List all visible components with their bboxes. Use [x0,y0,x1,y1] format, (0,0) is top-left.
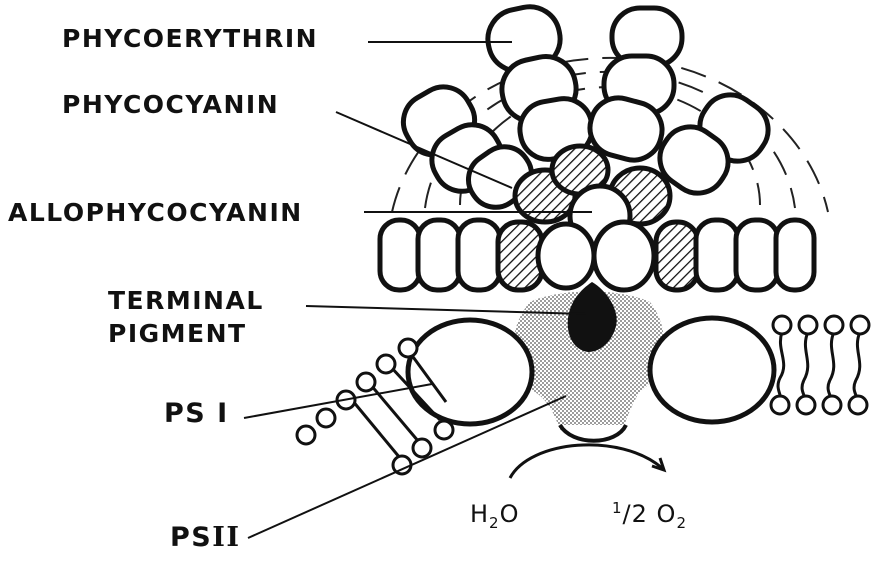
label-water: H2O [470,500,519,528]
leader-ps1 [244,384,432,418]
label-oxygen-o: O [657,500,677,528]
label-ps2-prefix: PS [170,522,212,553]
water-oxidation-arrow [510,445,664,478]
label-ps1: PS I [164,398,229,429]
label-phycoerythrin: PHYCOERYTHRIN [62,24,318,53]
label-phycocyanin: PHYCOCYANIN [62,90,279,119]
label-water-sub: 2 [489,514,500,532]
label-water-h: H [470,500,489,528]
label-oxygen-sub: 2 [676,514,687,532]
label-allophycocyanin: ALLOPHYCOCYANIN [8,198,303,227]
label-terminal-line2: PIGMENT [108,317,264,350]
label-oxygen-num: 1 [612,499,623,517]
label-water-o: O [500,500,520,528]
label-terminal-pigment: TERMINAL PIGMENT [108,284,264,350]
label-ps2-numeral: II [212,522,240,553]
oxygen-evolving-site [560,425,626,441]
membrane-lipids-right [771,316,869,414]
label-terminal-line1: TERMINAL [108,284,264,317]
label-oxygen: 1/2 O2 [612,500,687,528]
label-oxygen-den: /2 [623,500,648,528]
label-ps2: PSII [170,522,241,553]
